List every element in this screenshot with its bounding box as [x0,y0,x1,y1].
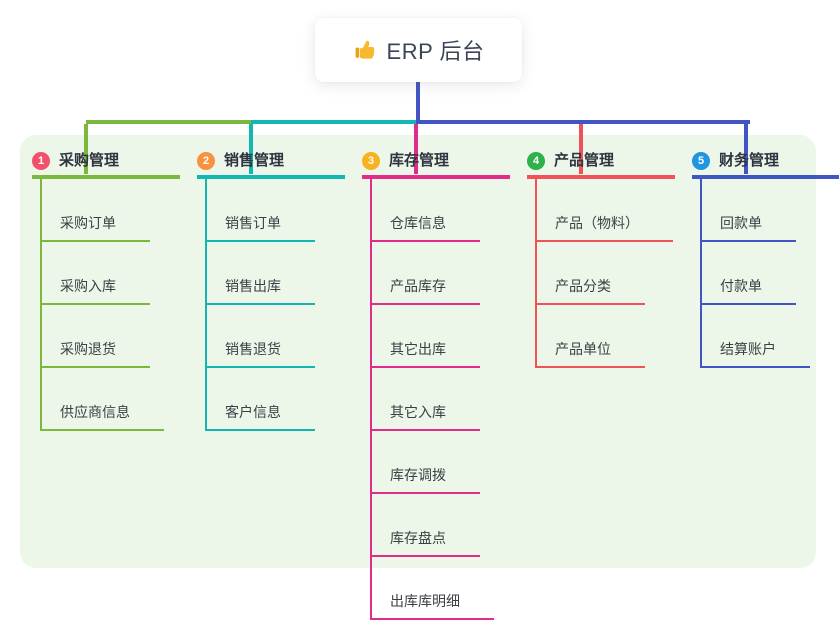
branch-column: 5 财务管理回款单付款单结算账户 [692,145,839,368]
child-node-label: 销售退货 [225,341,281,357]
child-node-label: 出库库明细 [390,593,460,609]
child-node[interactable]: 其它入库 [372,368,480,431]
child-node-label: 回款单 [720,215,762,231]
child-node[interactable]: 结算账户 [702,305,810,368]
child-node[interactable]: 供应商信息 [42,368,164,431]
child-node[interactable]: 产品库存 [372,242,480,305]
branch-number-badge: 2 [197,152,215,170]
connector-segment [84,124,88,174]
child-node-label: 其它入库 [390,404,446,420]
branch-column: 1 采购管理采购订单采购入库采购退货供应商信息 [32,145,180,431]
child-node[interactable]: 采购入库 [42,242,150,305]
child-node-label: 采购退货 [60,341,116,357]
child-node-label: 库存盘点 [390,530,446,546]
child-node-label: 仓库信息 [390,215,446,231]
child-node-label: 产品分类 [555,278,611,294]
branch-column: 3 库存管理仓库信息产品库存其它出库其它入库库存调拨库存盘点出库库明细 [362,145,510,620]
child-node-label: 产品单位 [555,341,611,357]
child-node[interactable]: 库存盘点 [372,494,480,557]
child-node[interactable]: 出库库明细 [372,557,494,620]
children-group: 产品（物料） 产品分类产品单位 [535,179,675,368]
child-node[interactable]: 采购订单 [42,179,150,242]
branch-node[interactable]: 4 产品管理 [527,145,675,179]
branch-node[interactable]: 2 销售管理 [197,145,345,179]
branch-node-label: 采购管理 [59,152,120,169]
branch-column: 4 产品管理产品（物料） 产品分类产品单位 [527,145,675,368]
child-node[interactable]: 产品单位 [537,305,645,368]
connector-segment [416,82,420,124]
child-node-label: 产品（物料） [555,215,639,231]
child-node[interactable]: 销售出库 [207,242,315,305]
child-node[interactable]: 仓库信息 [372,179,480,242]
child-node[interactable]: 采购退货 [42,305,150,368]
branch-node[interactable]: 1 采购管理 [32,145,180,179]
child-node-label: 产品库存 [390,278,446,294]
connector-segment [86,120,253,124]
child-node[interactable]: 其它出库 [372,305,480,368]
branch-node-label: 财务管理 [719,152,780,169]
branch-node[interactable]: 5 财务管理 [692,145,839,179]
child-node[interactable]: 产品（物料） [537,179,673,242]
branch-column: 2 销售管理销售订单销售出库销售退货客户信息 [197,145,345,431]
child-node-label: 其它出库 [390,341,446,357]
connector-segment [249,124,253,174]
children-group: 仓库信息产品库存其它出库其它入库库存调拨库存盘点出库库明细 [370,179,510,620]
child-node[interactable]: 产品分类 [537,242,645,305]
child-node[interactable]: 销售订单 [207,179,315,242]
child-node[interactable]: 客户信息 [207,368,315,431]
child-node[interactable]: 销售退货 [207,305,315,368]
connector-segment [579,124,583,174]
child-node[interactable]: 回款单 [702,179,796,242]
branch-node-label: 库存管理 [389,152,450,169]
child-node-label: 客户信息 [225,404,281,420]
child-node[interactable]: 付款单 [702,242,796,305]
child-node-label: 供应商信息 [60,404,130,420]
branch-number-badge: 5 [692,152,710,170]
child-node-label: 库存调拨 [390,467,446,483]
child-node-label: 结算账户 [720,341,776,357]
connector-segment [416,120,750,124]
connector-segment [251,120,418,124]
root-node[interactable]: ERP 后台 [315,18,522,82]
children-group: 采购订单采购入库采购退货供应商信息 [40,179,180,431]
connector-segment [744,124,748,174]
child-node-label: 付款单 [720,278,762,294]
branch-number-badge: 4 [527,152,545,170]
child-node[interactable]: 库存调拨 [372,431,480,494]
branch-node-label: 产品管理 [554,152,615,169]
branch-number-badge: 3 [362,152,380,170]
child-node-label: 采购入库 [60,278,116,294]
branch-node-label: 销售管理 [224,152,285,169]
branches-panel [20,135,816,568]
children-group: 回款单付款单结算账户 [700,179,839,368]
child-node-label: 销售出库 [225,278,281,294]
branch-node[interactable]: 3 库存管理 [362,145,510,179]
child-node-label: 采购订单 [60,215,116,231]
root-node-label: ERP 后台 [386,39,485,64]
connector-segment [414,124,418,174]
thumbs-up-icon [353,38,377,62]
children-group: 销售订单销售出库销售退货客户信息 [205,179,345,431]
child-node-label: 销售订单 [225,215,281,231]
branch-number-badge: 1 [32,152,50,170]
